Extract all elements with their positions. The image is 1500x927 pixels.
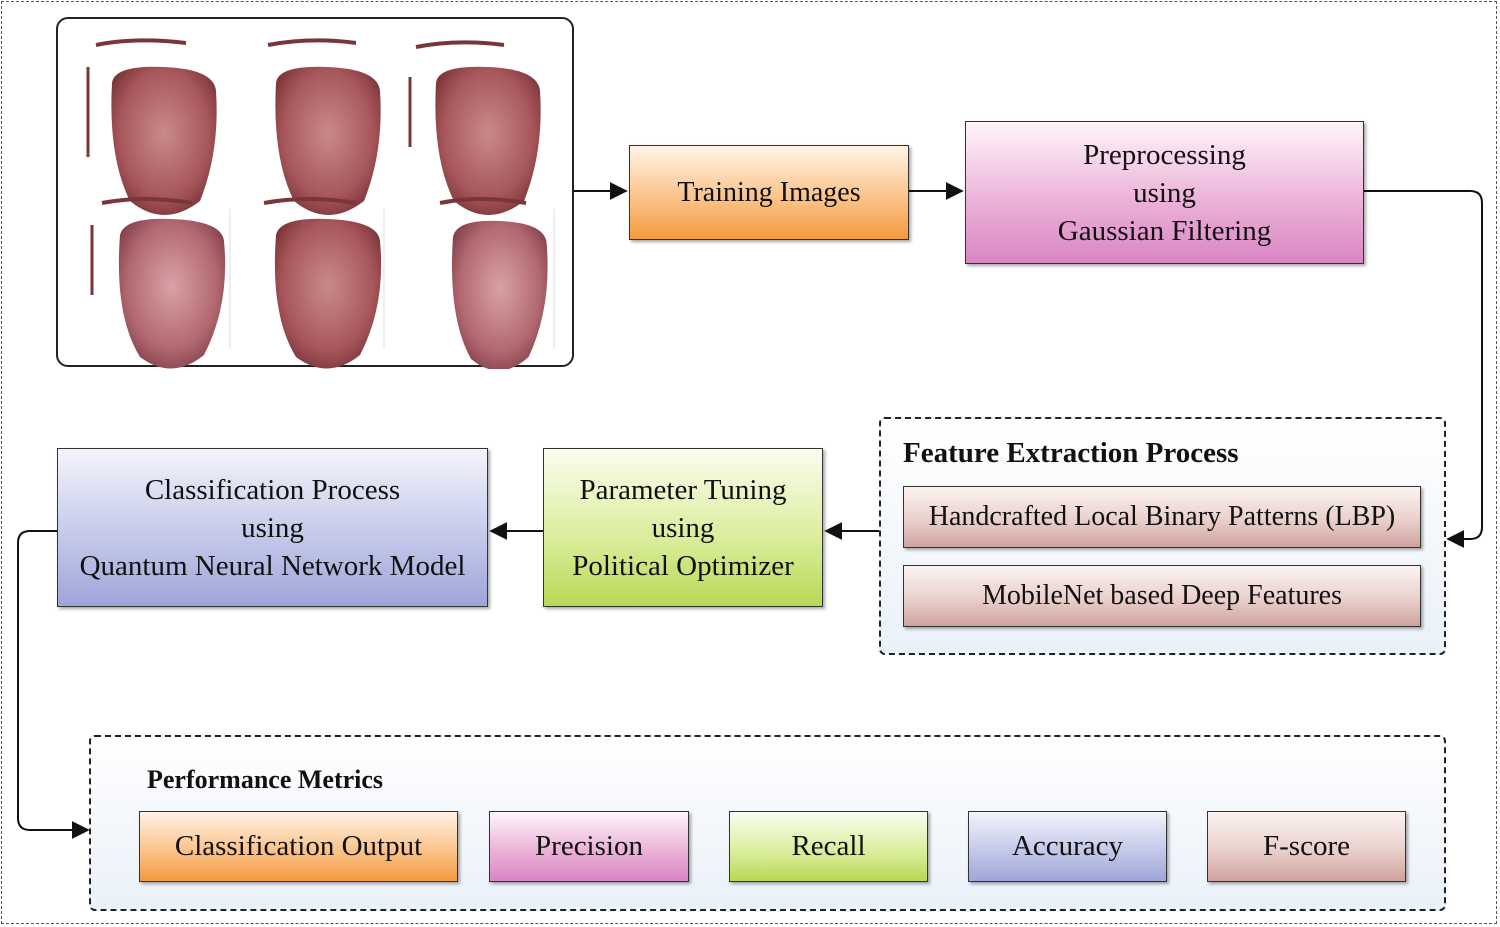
classification-line-1: Classification Process	[144, 473, 401, 506]
preprocessing-box: Preprocessing using Gaussian Filtering	[965, 121, 1364, 264]
feature-mobilenet-label: MobileNet based Deep Features	[982, 580, 1342, 611]
parameter-tuning-box: Parameter Tuning using Political Optimiz…	[543, 448, 823, 607]
tongue-image-5	[263, 197, 382, 369]
training-images-label: Training Images	[677, 176, 861, 208]
metric-fscore: F-score	[1207, 811, 1406, 882]
metric-recall-label: Recall	[791, 830, 866, 862]
metric-fscore-label: F-score	[1263, 830, 1350, 862]
preprocessing-line-1: Preprocessing	[1083, 138, 1246, 171]
preprocessing-line-3: Gaussian Filtering	[1057, 214, 1272, 247]
metric-recall: Recall	[729, 811, 928, 882]
tongue-image-3	[408, 40, 541, 215]
feature-lbp-label: Handcrafted Local Binary Patterns (LBP)	[928, 501, 1396, 532]
arrow-preprocessing-to-features	[1364, 190, 1483, 548]
tongue-image-2	[267, 38, 381, 215]
metric-classification-output: Classification Output	[139, 811, 458, 882]
parameter-tuning-line-3: Political Optimizer	[572, 549, 794, 582]
performance-metrics-title: Performance Metrics	[147, 765, 384, 794]
preprocessing-line-2: using	[1133, 176, 1196, 209]
parameter-tuning-line-2: using	[651, 511, 715, 544]
metric-accuracy-label: Accuracy	[1011, 830, 1124, 862]
parameter-tuning-line-1: Parameter Tuning	[579, 473, 787, 506]
tongue-images	[86, 38, 555, 371]
feature-lbp-box: Handcrafted Local Binary Patterns (LBP)	[903, 486, 1421, 548]
classification-line-2: using	[241, 511, 304, 544]
metric-classification-output-label: Classification Output	[174, 830, 423, 862]
training-images-box: Training Images	[629, 145, 909, 240]
tongue-image-6	[439, 197, 548, 371]
tongue-image-4	[90, 197, 226, 369]
classification-line-3: Quantum Neural Network Model	[79, 549, 466, 582]
classification-box: Classification Process using Quantum Neu…	[57, 448, 488, 607]
feature-extraction-title: Feature Extraction Process	[903, 437, 1239, 469]
metric-precision-label: Precision	[535, 830, 643, 862]
training-images-panel	[56, 17, 574, 371]
feature-mobilenet-box: MobileNet based Deep Features	[903, 565, 1421, 627]
arrow-classification-to-metrics	[17, 530, 90, 839]
metric-precision: Precision	[489, 811, 689, 882]
metric-accuracy: Accuracy	[968, 811, 1167, 882]
